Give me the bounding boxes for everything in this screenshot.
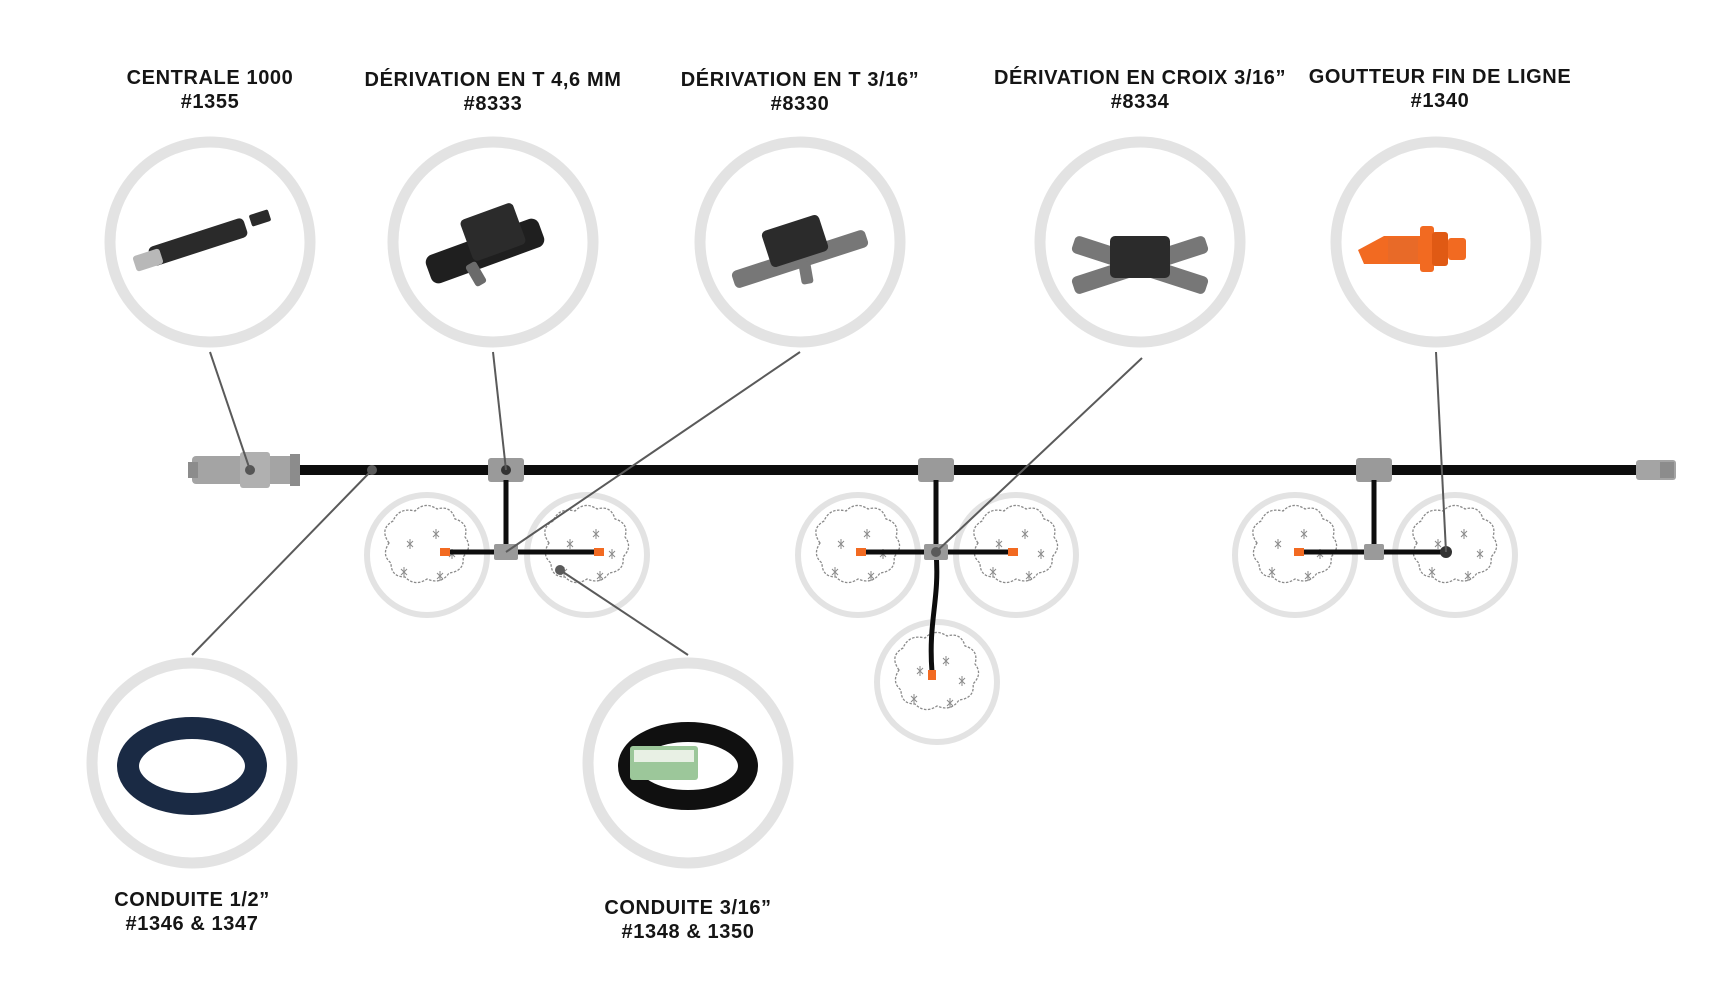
label-ref: #1348 & 1350 xyxy=(621,921,755,943)
branch-group-3 xyxy=(1235,480,1515,615)
faucet-controller-icon xyxy=(132,209,271,272)
label-name: DÉRIVATION EN T 3/16” xyxy=(680,69,920,91)
product-ring-goutteur xyxy=(1336,142,1536,342)
product-ring-deriv-croix xyxy=(1040,142,1240,342)
product-ring-conduite-12 xyxy=(92,663,292,863)
dripper-icon xyxy=(1358,226,1466,272)
product-ring-deriv-t-316 xyxy=(700,142,900,342)
hose-coil-icon xyxy=(618,722,758,810)
t-connector-icon xyxy=(1356,458,1392,482)
product-ring-conduite-316 xyxy=(588,663,788,863)
cross-connector-icon xyxy=(1071,236,1209,294)
label-ref: #1355 xyxy=(180,91,240,113)
label-name: CONDUITE 3/16” xyxy=(604,897,772,919)
label-ref: #8330 xyxy=(770,93,830,115)
label-centrale: CENTRALE 1000 #1355 xyxy=(127,66,294,114)
hose-coil-icon xyxy=(117,717,267,815)
end-cap-icon xyxy=(1636,460,1676,480)
branch-group-2 xyxy=(798,480,1076,742)
faucet-controller-icon xyxy=(188,452,300,488)
branch-group-1 xyxy=(367,480,647,615)
label-ref: #8334 xyxy=(1110,91,1170,113)
product-ring-centrale xyxy=(110,142,310,342)
label-ref: #1346 & 1347 xyxy=(125,913,259,935)
label-ref: #1340 xyxy=(1410,90,1470,112)
label-deriv-croix: DÉRIVATION EN CROIX 3/16” #8334 xyxy=(994,66,1286,114)
label-ref: #8333 xyxy=(463,93,523,115)
label-goutteur: GOUTTEUR FIN DE LIGNE #1340 xyxy=(1309,65,1572,113)
t-connector-icon xyxy=(731,214,869,288)
label-name: GOUTTEUR FIN DE LIGNE xyxy=(1308,66,1572,88)
t-connector-icon xyxy=(918,458,954,482)
label-name: CENTRALE 1000 xyxy=(126,67,294,89)
label-name: DÉRIVATION EN T 4,6 MM xyxy=(364,69,622,91)
leader-lines xyxy=(191,351,1447,656)
label-conduite-316: CONDUITE 3/16” #1348 & 1350 xyxy=(604,896,771,944)
t-connector-icon xyxy=(425,203,545,287)
label-deriv-t-316: DÉRIVATION EN T 3/16” #8330 xyxy=(681,68,920,116)
product-ring-deriv-t-46 xyxy=(393,142,593,342)
label-name: DÉRIVATION EN CROIX 3/16” xyxy=(993,67,1287,89)
label-name: CONDUITE 1/2” xyxy=(114,889,270,911)
label-conduite-12: CONDUITE 1/2” #1346 & 1347 xyxy=(114,888,270,936)
label-deriv-t-46: DÉRIVATION EN T 4,6 MM #8333 xyxy=(365,68,622,116)
